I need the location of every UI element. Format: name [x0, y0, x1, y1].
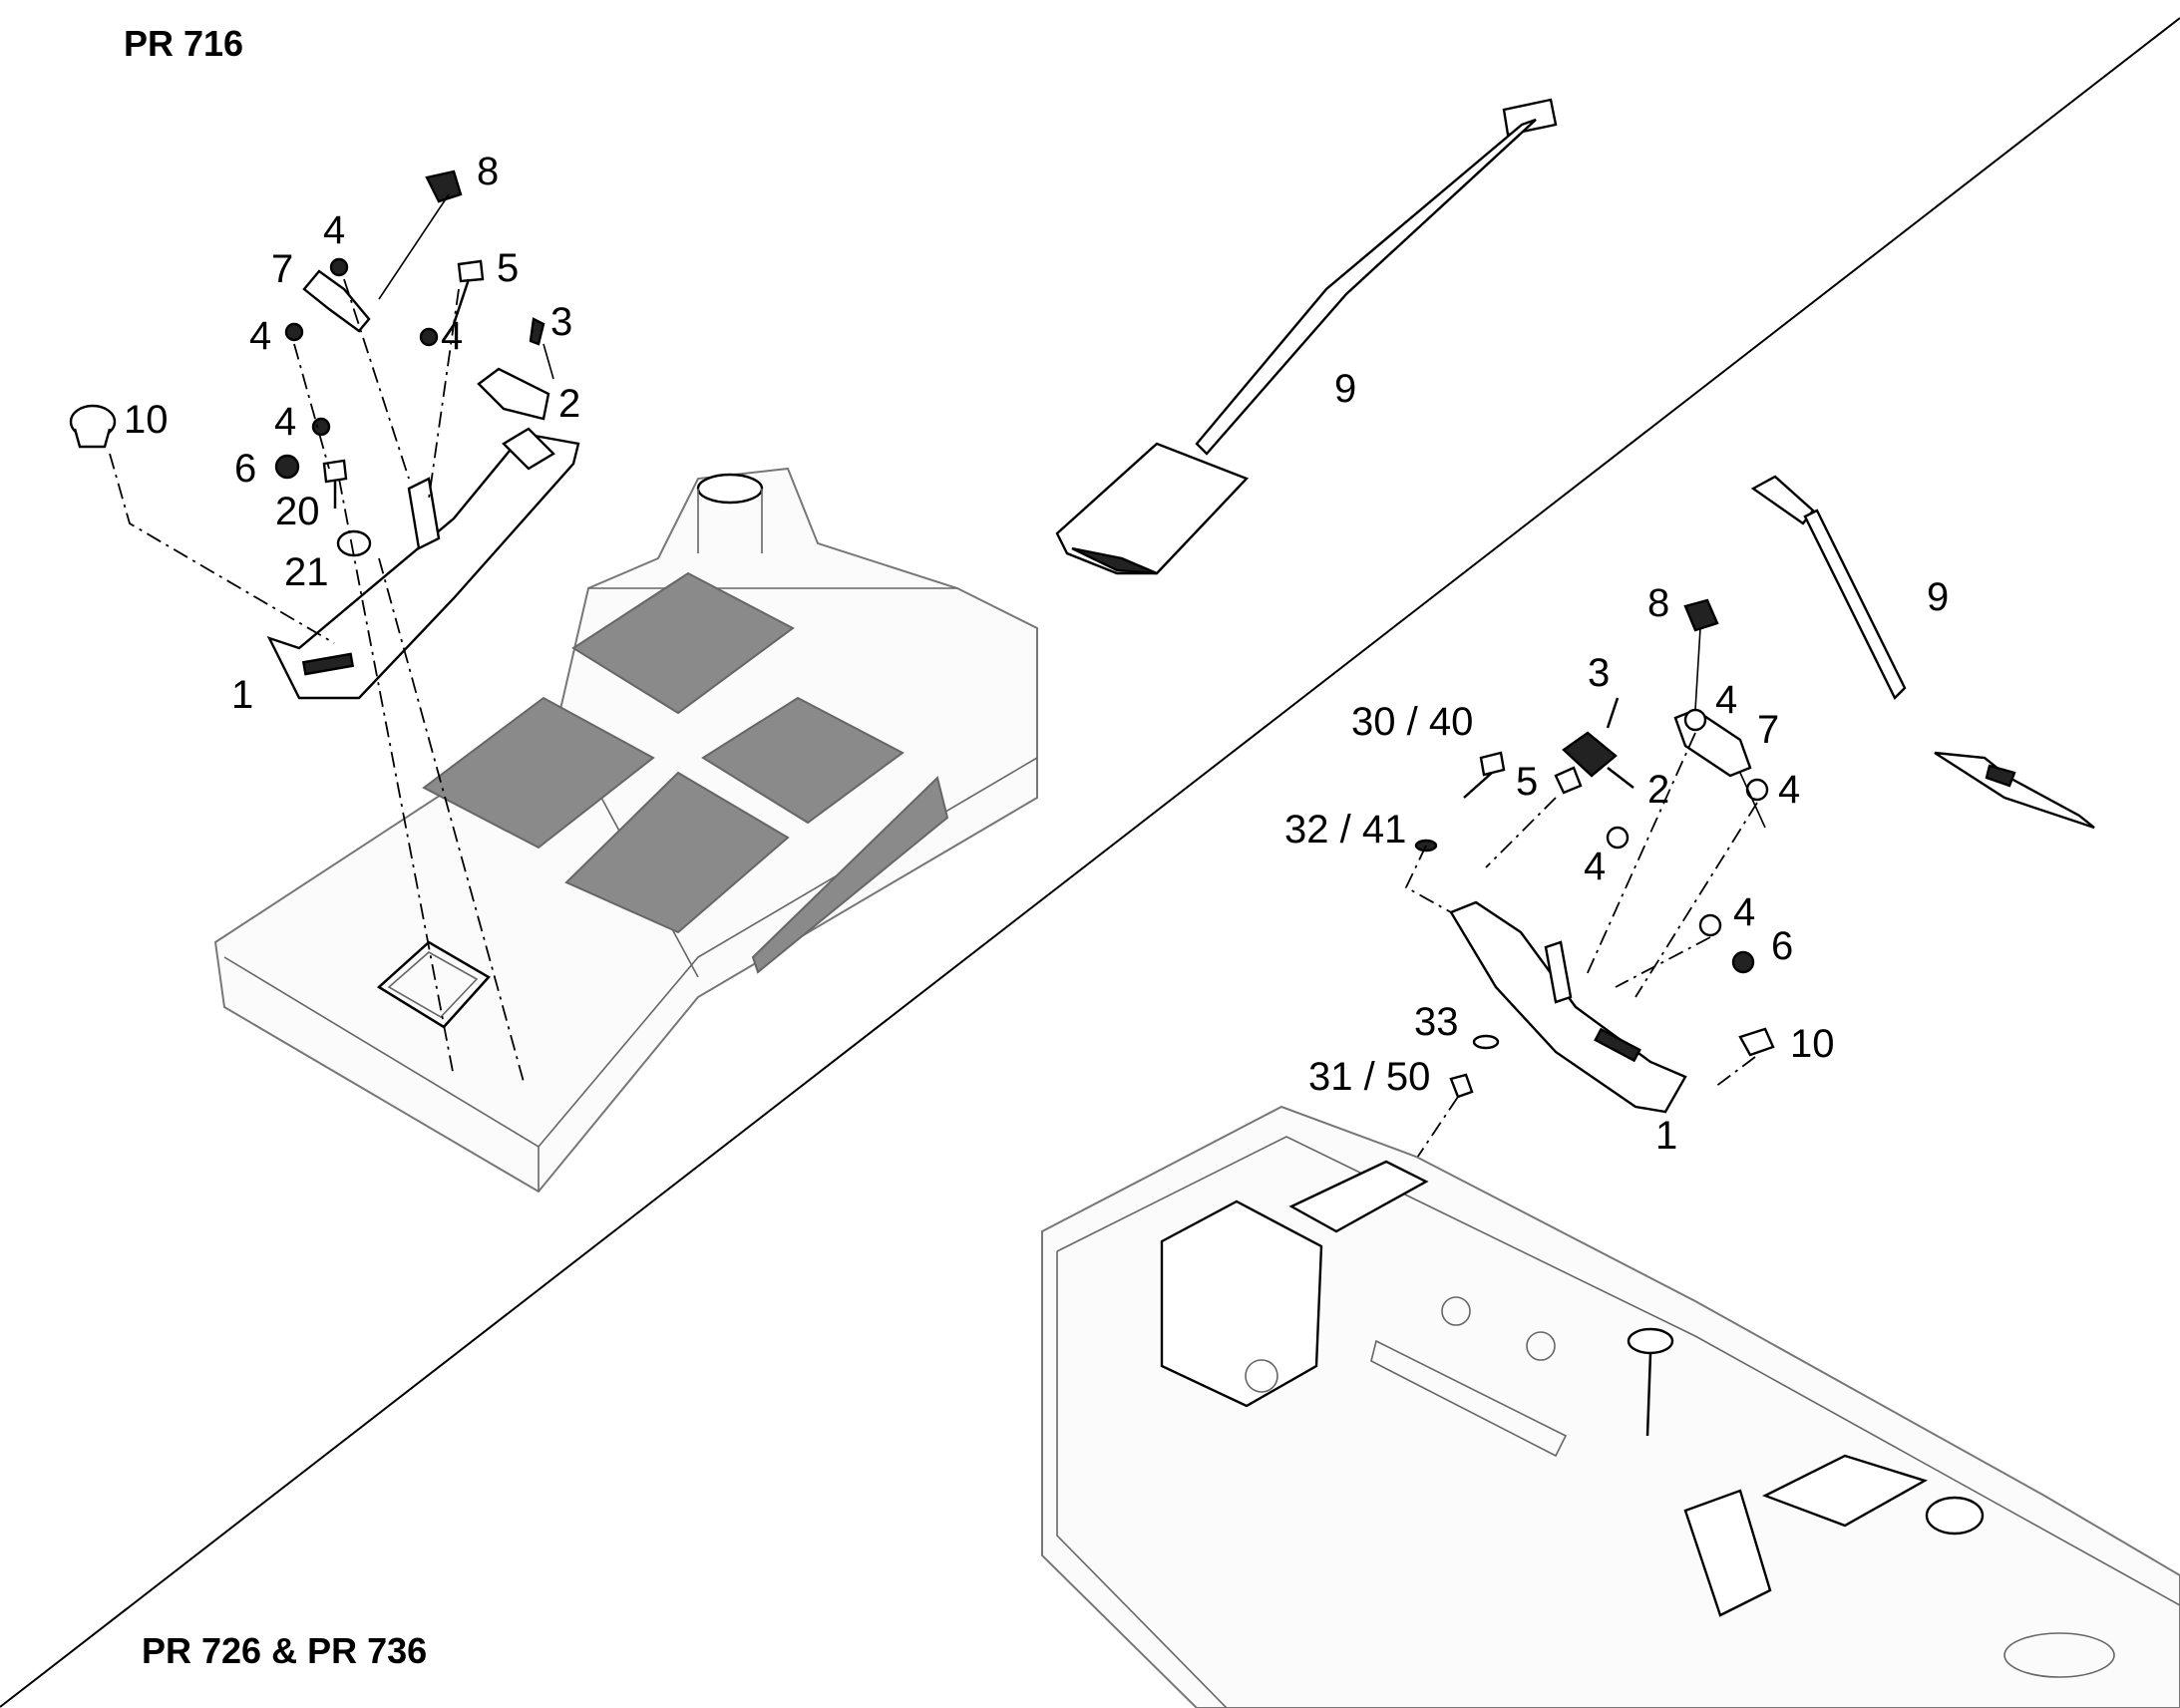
callout-label: 2	[1647, 768, 1669, 812]
callout-label: 32 / 41	[1284, 808, 1406, 852]
bolt-5-shank	[452, 278, 471, 325]
panel-title-bottom: PR 726 & PR 736	[142, 1630, 427, 1671]
latch-2	[477, 367, 550, 421]
callout-label: 3	[550, 300, 572, 344]
washer-4	[329, 257, 349, 277]
panel-divider-line	[0, 17, 2180, 1708]
shovel-handle-grip	[1750, 475, 1815, 525]
callout-label: 10	[124, 398, 169, 442]
callout-label: 4	[323, 208, 345, 252]
shovel-shaft	[1195, 118, 1537, 456]
callout-label: 33	[1414, 1000, 1459, 1044]
panel-title-top: PR 716	[124, 23, 243, 64]
bottom-machine-chassis	[1041, 1105, 2180, 1708]
callout-label: 8	[477, 150, 499, 193]
washer-4	[1606, 826, 1630, 850]
callout-label: 3	[1588, 651, 1610, 695]
callouts-top: 8 4 7 5 4 4 3 2 10 4 6 20 21 1 9	[124, 150, 1356, 717]
callout-label: 4	[249, 314, 271, 358]
spring-clip-8	[425, 170, 463, 203]
spring-clip-8	[1683, 598, 1719, 632]
bracket-1	[1449, 900, 1687, 1114]
anti-slip-pad	[564, 771, 790, 934]
shovel-shaft	[1803, 509, 1907, 701]
nut-6	[1731, 950, 1755, 974]
washer-4	[311, 417, 331, 437]
callout-label: 31 / 50	[1308, 1055, 1430, 1099]
bolt-30-40-shank	[1463, 772, 1493, 799]
washer-33	[1472, 1034, 1500, 1050]
callout-label: 9	[1334, 367, 1356, 411]
callout-label: 9	[1927, 575, 1949, 619]
callout-label: 20	[275, 490, 320, 533]
chassis-sensor	[1627, 1327, 1674, 1355]
shovel-9-top	[1055, 98, 1558, 575]
callout-label: 6	[234, 447, 256, 491]
access-hatch	[376, 940, 491, 1029]
callout-label: 4	[1733, 890, 1755, 934]
plate-7	[302, 269, 371, 333]
callout-label: 30 / 40	[1351, 700, 1473, 744]
anti-slip-pad	[422, 696, 655, 850]
bolt-30-40-head	[1479, 751, 1506, 777]
callout-label: 7	[271, 247, 293, 291]
chassis-sensor-right	[1925, 1496, 1985, 1536]
filler-cap	[696, 473, 764, 505]
callout-label: 8	[1647, 581, 1669, 625]
callout-label: 4	[441, 314, 463, 358]
knob-10	[1738, 1027, 1775, 1057]
side-panel	[751, 776, 949, 974]
chassis-side-block	[1160, 1199, 1323, 1408]
callout-label: 2	[558, 382, 580, 426]
washer-4	[1745, 778, 1769, 802]
washer-4	[1698, 913, 1722, 937]
chassis-crossmember	[1762, 1454, 1929, 1528]
bolt-20-head	[322, 459, 348, 484]
nut-31-50	[1449, 1073, 1474, 1099]
callout-label: 4	[1778, 768, 1800, 812]
callout-label: 4	[274, 400, 296, 444]
nut-6	[274, 454, 300, 480]
screw-3	[529, 317, 545, 346]
bracket-1	[266, 432, 580, 700]
callout-label: 5	[1516, 760, 1538, 804]
callout-label: 5	[497, 246, 519, 290]
screw-3	[1606, 697, 1620, 729]
shovel-handle-grip	[1502, 98, 1558, 137]
washer-21	[336, 529, 372, 557]
bracket-slot	[301, 652, 355, 676]
anti-slip-pad	[571, 571, 795, 715]
callout-label: 1	[231, 673, 253, 717]
callout-label: 21	[284, 550, 329, 594]
bottom-bracket-assembly	[1404, 598, 1775, 1168]
top-machine-cover	[213, 467, 1038, 1194]
bracket-lug	[407, 477, 441, 550]
callouts-bottom: 9 8 3 4 7 30 / 40 5 2 4 32 / 41 4 4 6 33…	[1284, 575, 1949, 1158]
callout-label: 4	[1584, 845, 1606, 888]
chassis-mount-plate	[1288, 1160, 1429, 1233]
chassis-engine-part	[1683, 1489, 1772, 1617]
washer-4	[284, 322, 304, 342]
shovel-9-bottom	[1750, 475, 2095, 830]
bolt-5-head	[457, 259, 485, 283]
latch-2	[1562, 731, 1618, 778]
anti-slip-pad	[701, 696, 905, 825]
washer-4	[419, 327, 439, 347]
bracket-slot	[1594, 1027, 1641, 1063]
top-bracket-assembly	[69, 170, 580, 1083]
bracket-tab	[502, 427, 555, 471]
latch-2-pin	[1607, 767, 1635, 789]
callout-label: 4	[1715, 678, 1737, 722]
bracket-lug	[1544, 940, 1573, 1004]
bolt-5	[1554, 766, 1583, 795]
callout-label: 6	[1771, 924, 1793, 968]
callout-label: 1	[1655, 1114, 1677, 1158]
callout-label: 10	[1790, 1022, 1835, 1066]
callout-label: 7	[1757, 708, 1779, 752]
washer-4	[1683, 708, 1707, 732]
shovel-blade	[1934, 751, 2095, 830]
knob-10-base	[73, 428, 112, 449]
